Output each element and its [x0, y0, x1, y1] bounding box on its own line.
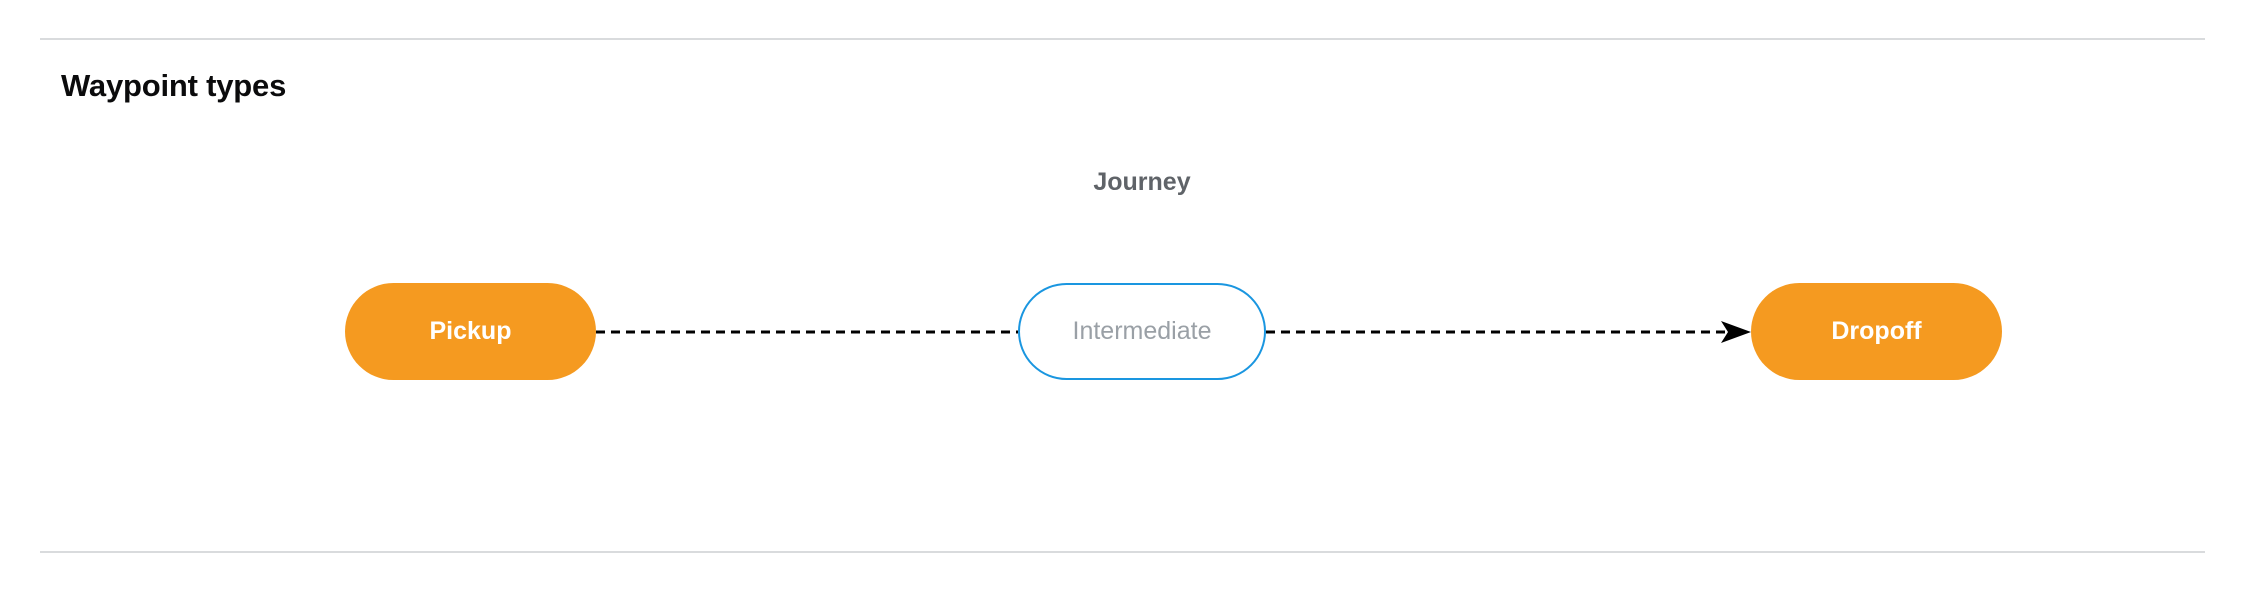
node-dropoff: Dropoff — [1751, 283, 2002, 380]
node-intermediate-label: Intermediate — [1072, 317, 1212, 345]
page-title: Waypoint types — [61, 68, 287, 103]
connector-intermediate-to-dropoff — [1266, 321, 1751, 343]
connector-pickup-to-intermediate — [596, 330, 1018, 334]
arrowhead-icon — [1721, 321, 1751, 343]
node-pickup: Pickup — [345, 283, 596, 380]
journey-caption-label: Journey — [1093, 168, 1191, 196]
node-intermediate: Intermediate — [1018, 283, 1266, 380]
node-dropoff-label: Dropoff — [1831, 317, 1922, 345]
section-divider-bottom — [40, 551, 2205, 553]
node-pickup-label: Pickup — [429, 317, 512, 345]
section-divider-top — [40, 38, 2205, 40]
